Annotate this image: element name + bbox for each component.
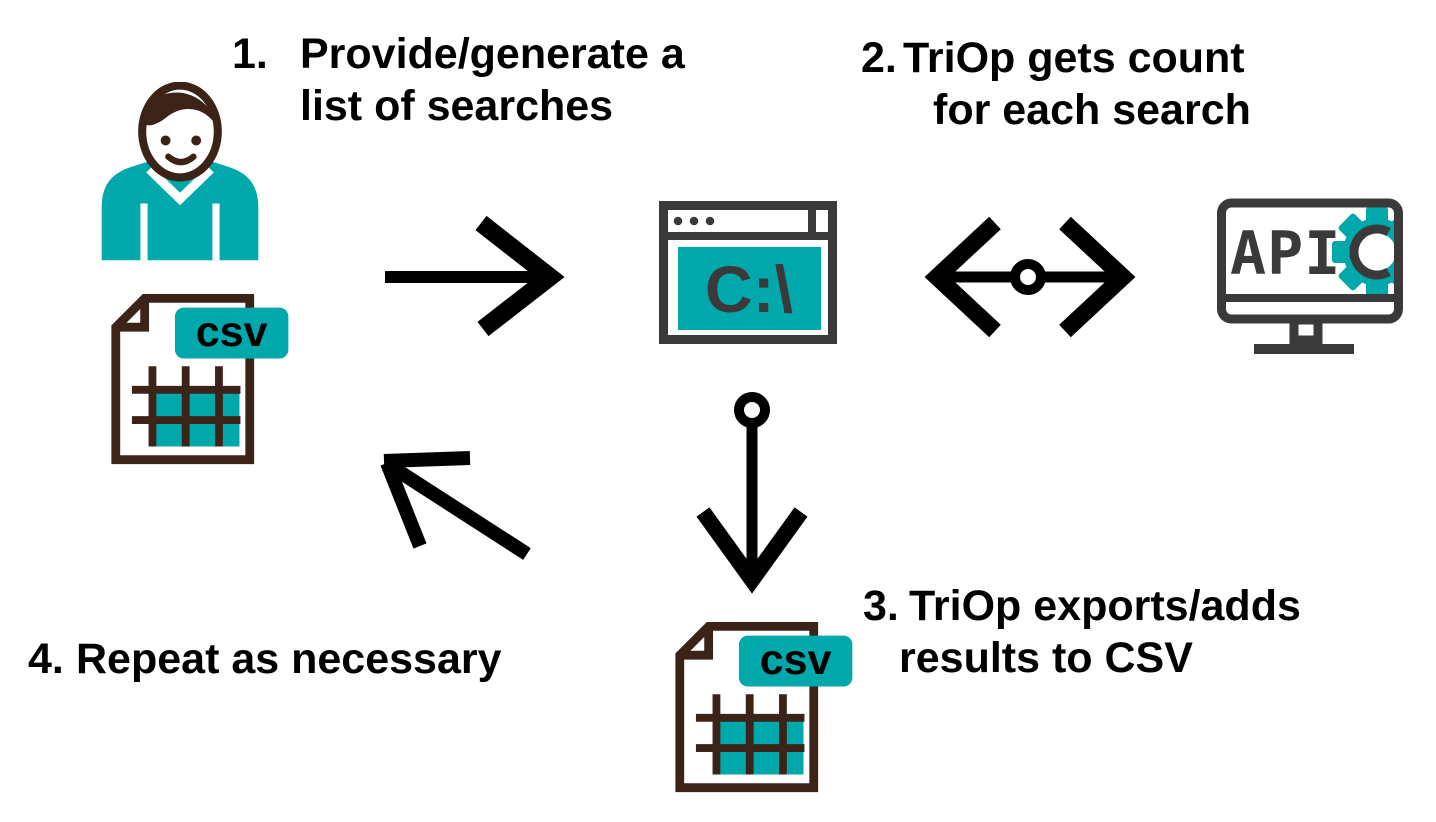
monitor-base	[1254, 344, 1354, 354]
terminal-icon: C:\	[659, 201, 837, 344]
csv-badge-label: csv	[196, 308, 268, 356]
right-eye	[191, 135, 202, 146]
step-2-caption: 2.TriOp gets count for each search	[861, 32, 1251, 136]
arrow-right-icon	[385, 215, 565, 337]
connector-node	[734, 392, 770, 428]
folded-corner	[679, 626, 714, 660]
step-2-number: 2.	[861, 34, 897, 82]
monitor-stand	[1289, 315, 1323, 345]
terminal-screen	[678, 247, 821, 330]
hair	[142, 92, 215, 126]
person-head	[138, 82, 222, 182]
csv-input-file-icon: csv	[111, 293, 289, 465]
collar	[146, 166, 214, 206]
arrow-bidirectional-icon	[924, 216, 1136, 338]
window-dots-icon	[673, 216, 715, 226]
step-1-caption: 1.Provide/generate a list of searches	[232, 28, 685, 132]
step-1-line-2: list of searches	[300, 82, 614, 130]
step-1-line-1: 1.Provide/generate a	[232, 30, 685, 78]
terminal-prompt-label: C:\	[705, 252, 793, 326]
table-grid	[695, 694, 805, 775]
step-4-caption: 4.Repeat as necessary	[28, 633, 502, 685]
step-4-line-1: 4.Repeat as necessary	[28, 635, 502, 683]
csv-badge: csv	[174, 307, 289, 359]
csv-badge: csv	[738, 635, 853, 687]
step-3-line-1: 3.TriOp exports/adds	[863, 582, 1301, 630]
csv-output-file-icon: csv	[675, 621, 853, 793]
smile	[165, 153, 197, 166]
step-3-number: 3.	[863, 582, 899, 630]
step-2-line-1: 2.TriOp gets count	[861, 34, 1245, 82]
csv-badge-label: csv	[760, 636, 832, 684]
person-icon	[101, 82, 259, 261]
api-label: API	[1230, 219, 1341, 289]
step-4-number: 4.	[28, 635, 64, 683]
arrow-down-icon	[696, 392, 808, 594]
connector-node	[1010, 259, 1046, 295]
step-3-caption: 3.TriOp exports/adds results to CSV	[863, 580, 1301, 684]
arrow-up-left-icon	[380, 451, 531, 560]
step-1-number: 1.	[232, 30, 268, 78]
api-monitor-icon: API	[1217, 198, 1403, 354]
left-eye	[160, 135, 171, 146]
person-torso	[101, 155, 259, 261]
table-grid	[131, 366, 241, 447]
step-2-line-2: for each search	[933, 86, 1251, 134]
folded-corner	[115, 298, 150, 332]
step-3-line-2: results to CSV	[899, 634, 1193, 682]
